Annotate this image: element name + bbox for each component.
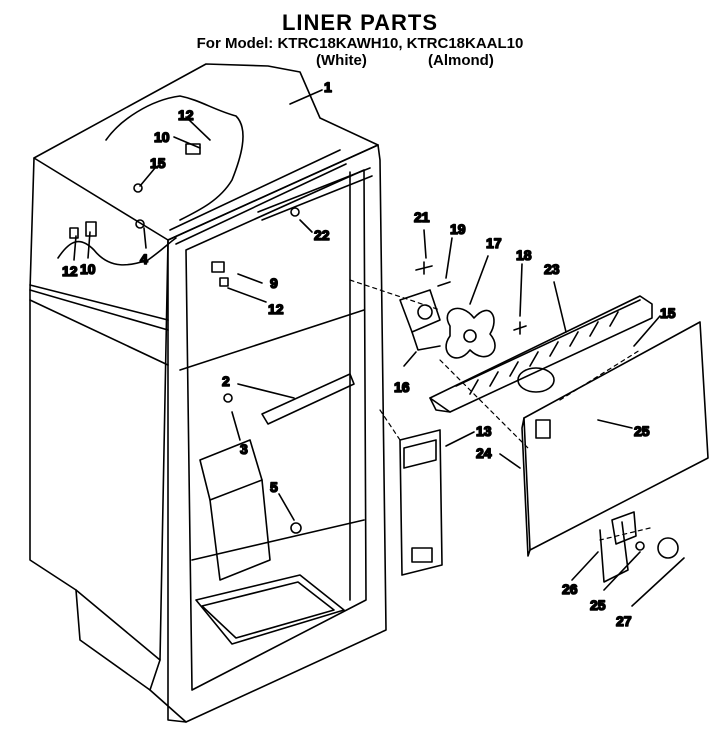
callout-22: 22: [314, 227, 330, 243]
fan-motor-assembly: [399, 261, 527, 359]
callout-19: 19: [450, 221, 466, 237]
callout-12: 12: [268, 301, 284, 317]
guide-lines: [349, 279, 651, 541]
liner-cabinet: [29, 63, 387, 723]
callout-15: 15: [150, 155, 166, 171]
callout-16: 16: [394, 379, 410, 395]
callout-26: 26: [562, 581, 578, 597]
leader-lines: [73, 89, 685, 607]
callout-25: 25: [634, 423, 650, 439]
callout-12: 12: [62, 263, 78, 279]
variant-almond-label: (Almond): [428, 52, 494, 69]
callout-5: 5: [270, 479, 278, 495]
callout-3: 3: [240, 441, 248, 457]
diagram-title: LINER PARTS: [281, 10, 439, 35]
callout-2: 2: [222, 373, 230, 389]
callout-12: 12: [178, 107, 194, 123]
callout-15: 15: [660, 305, 676, 321]
callout-9: 9: [270, 275, 278, 291]
callout-13: 13: [476, 423, 492, 439]
variant-white-label: (White): [316, 52, 367, 69]
callout-25: 25: [590, 597, 606, 613]
callout-10: 10: [80, 261, 96, 277]
callout-4: 4: [140, 251, 148, 267]
part-13-panel: [399, 429, 443, 576]
callout-10: 10: [154, 129, 170, 145]
part-24-cover: [521, 321, 709, 583]
model-line: For Model: KTRC18KAWH10, KTRC18KAAL10: [196, 35, 524, 52]
callout-numbers: 1 12 10 15 12 10 4 22 9 12 2 3 5 21 19 1…: [61, 78, 676, 630]
callout-23: 23: [544, 261, 560, 277]
callout-27: 27: [616, 613, 632, 629]
callout-18: 18: [516, 247, 532, 263]
callout-21: 21: [414, 209, 430, 225]
callout-24: 24: [476, 445, 492, 461]
callout-1: 1: [324, 79, 332, 95]
callout-17: 17: [486, 235, 502, 251]
part-23-duct: [429, 295, 653, 413]
